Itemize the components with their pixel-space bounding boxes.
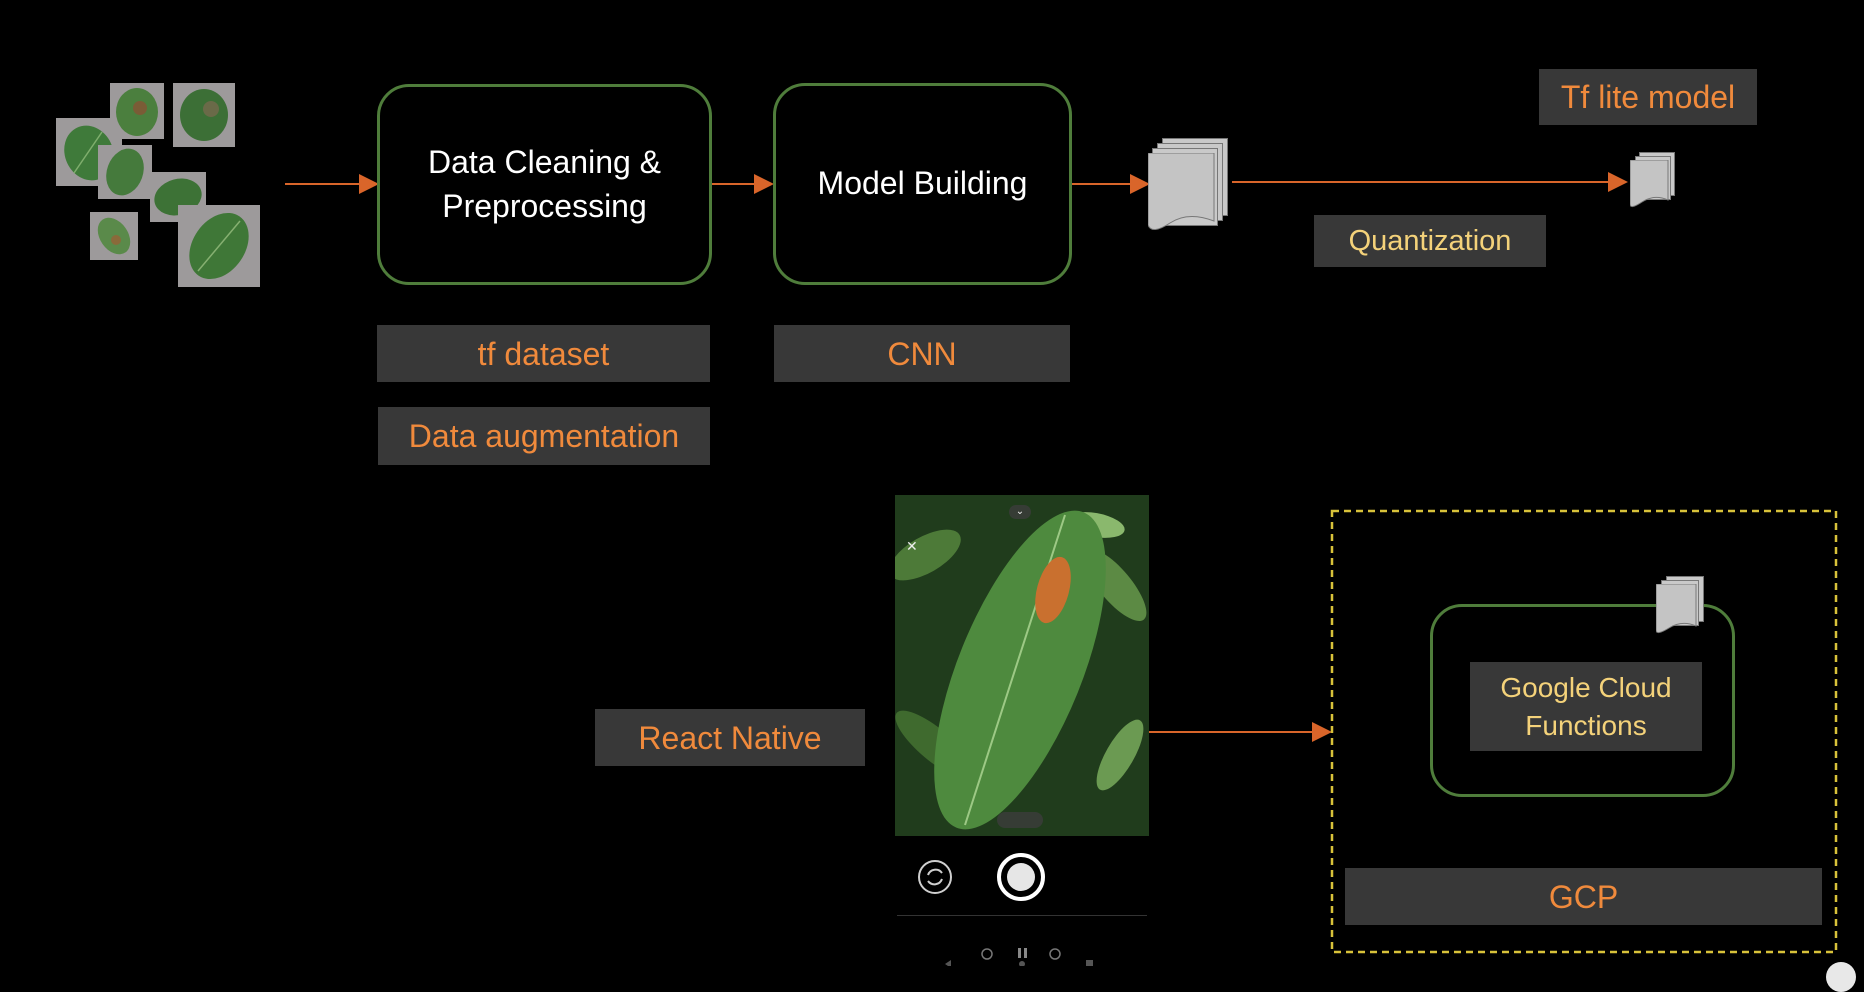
leaf-image <box>98 145 152 199</box>
document-stack-icon <box>1630 152 1676 210</box>
leaf-image <box>110 83 164 139</box>
chevron-down-icon[interactable]: ⌄ <box>1009 505 1031 519</box>
label-tf-dataset: tf dataset <box>377 325 710 382</box>
leaf-image <box>90 212 138 260</box>
step-data-cleaning: Data Cleaning & Preprocessing <box>377 84 712 285</box>
camera-flip-icon[interactable] <box>917 859 953 895</box>
step-model-building-label: Model Building <box>817 165 1028 202</box>
label-data-augmentation: Data augmentation <box>378 407 710 465</box>
corner-indicator <box>1826 962 1856 992</box>
label-cnn: CNN <box>774 325 1070 382</box>
step-model-building: Model Building <box>773 83 1072 285</box>
label-react-native: React Native <box>595 709 865 766</box>
step-data-cleaning-label: Data Cleaning & Preprocessing <box>427 144 662 224</box>
playback-controls[interactable] <box>940 944 1100 966</box>
leaf-image <box>178 205 260 287</box>
zoom-selector[interactable] <box>997 812 1043 828</box>
label-tflite-model: Tf lite model <box>1539 69 1757 125</box>
leaf-image <box>173 83 235 147</box>
shutter-button-icon[interactable] <box>996 852 1046 902</box>
label-quantization: Quantization <box>1314 215 1546 267</box>
label-gcp: GCP <box>1345 868 1822 925</box>
close-icon[interactable]: ✕ <box>906 538 918 554</box>
phone-camera-preview <box>895 495 1149 836</box>
cloud-function-box <box>1430 604 1735 797</box>
document-stack-icon <box>1148 138 1230 230</box>
gcp-dashed-container <box>1330 509 1838 954</box>
label-google-cloud-functions: Google Cloud Functions <box>1470 662 1702 751</box>
document-stack-icon <box>1656 576 1704 636</box>
phone-divider <box>897 915 1147 916</box>
